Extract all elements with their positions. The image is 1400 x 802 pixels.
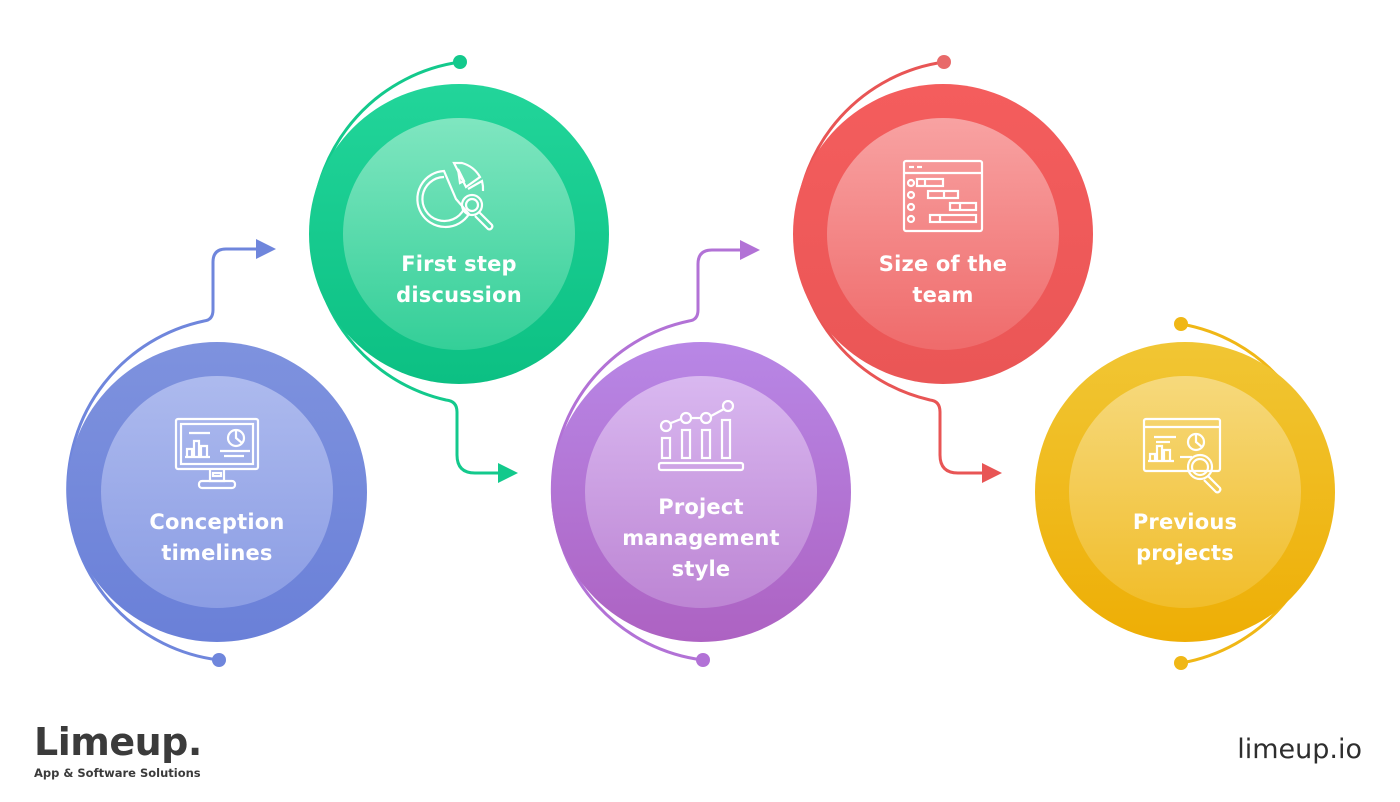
connector-4-5 bbox=[794, 60, 986, 475]
connector-3-4 bbox=[550, 248, 744, 662]
step-first-step-discussion: First step discussion bbox=[309, 84, 609, 384]
dot-2 bbox=[453, 55, 467, 69]
step-label: Previous projects bbox=[1132, 510, 1238, 565]
pie-chart-search-icon bbox=[416, 161, 494, 231]
dot-5b bbox=[1174, 656, 1188, 670]
brand-tagline: App & Software Solutions bbox=[34, 766, 201, 780]
report-search-icon bbox=[1142, 417, 1222, 494]
step-project-management-style: Project management style bbox=[551, 342, 851, 642]
step-conception-timelines: Conception timelines bbox=[67, 342, 367, 642]
brand-name: Limeup. bbox=[34, 720, 202, 764]
step-label: Project management style bbox=[622, 494, 780, 581]
step-previous-projects: Previous projects bbox=[1035, 342, 1335, 642]
arrow-head-3-4 bbox=[740, 240, 760, 260]
dot-4 bbox=[937, 55, 951, 69]
brand-logo: Limeup. App & Software Solutions bbox=[34, 720, 202, 780]
website-link[interactable]: limeup.io bbox=[1237, 734, 1362, 765]
arrow-head-1-2 bbox=[256, 239, 276, 259]
arrow-head-4-5 bbox=[982, 463, 1002, 483]
step-label: Conception timelines bbox=[149, 510, 285, 565]
arrow-head-2-3 bbox=[498, 463, 518, 483]
dot-1 bbox=[212, 653, 226, 667]
gantt-window-icon bbox=[902, 159, 984, 233]
bar-line-chart-icon bbox=[657, 399, 745, 471]
step-size-of-the-team: Size of the team bbox=[793, 84, 1093, 384]
step-label: Size of the team bbox=[878, 252, 1008, 307]
dot-5a bbox=[1174, 317, 1188, 331]
dot-3 bbox=[696, 653, 710, 667]
monitor-dashboard-icon bbox=[174, 417, 260, 490]
connector-1-2 bbox=[66, 247, 260, 662]
step-label: First step discussion bbox=[396, 252, 522, 307]
connector-2-3 bbox=[310, 60, 502, 475]
